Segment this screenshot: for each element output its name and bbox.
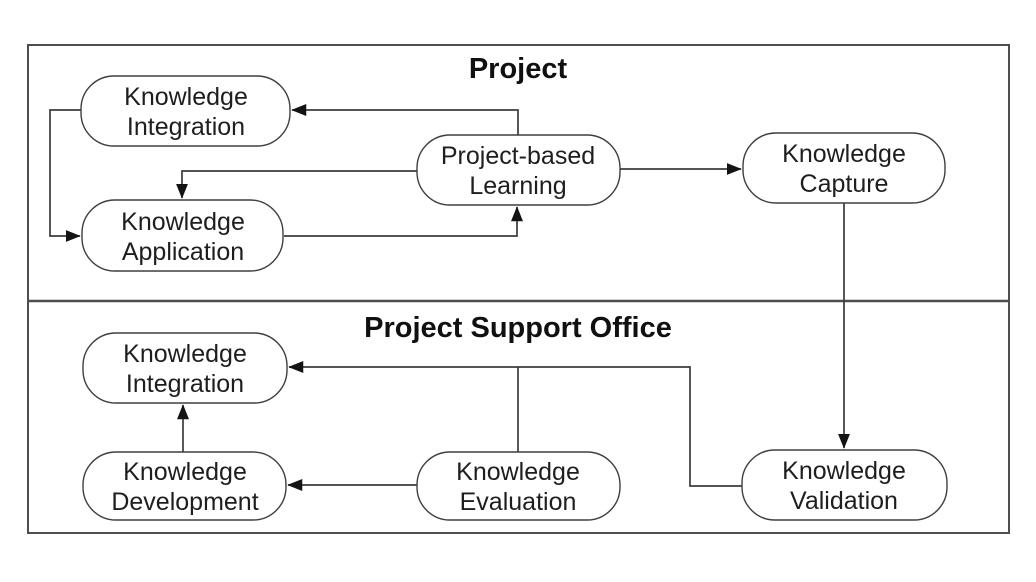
node-label-line: Knowledge	[782, 140, 906, 168]
node-knowledge-integration-project: Knowledge Integration	[80, 75, 291, 147]
edge-integration-to-application	[49, 109, 81, 242]
node-label-line: Knowledge	[124, 83, 248, 111]
node-knowledge-capture: Knowledge Capture	[742, 132, 946, 204]
outer-frame	[27, 44, 1010, 534]
node-label-line: Knowledge	[123, 458, 247, 486]
node-box	[416, 451, 621, 521]
node-knowledge-development: Knowledge Development	[82, 451, 287, 521]
node-knowledge-integration-pso: Knowledge Integration	[82, 332, 288, 404]
node-label-line: Knowledge	[456, 458, 580, 486]
node-label-line: Learning	[469, 172, 566, 200]
node-label-line: Knowledge	[123, 340, 247, 368]
node-label-line: Development	[111, 488, 258, 516]
pso-section-title: Project Support Office	[364, 312, 672, 344]
node-label-line: Validation	[790, 487, 898, 515]
node-label-line: Project-based	[441, 142, 595, 170]
edge-validation-to-pso-integration	[288, 361, 742, 487]
node-label-line: Evaluation	[460, 488, 577, 516]
node-label-line: Integration	[126, 370, 244, 398]
node-label-line: Knowledge	[121, 208, 245, 236]
project-section-title: Project	[469, 53, 568, 85]
node-knowledge-validation: Knowledge Validation	[741, 449, 948, 521]
node-label-line: Knowledge	[782, 457, 906, 485]
node-project-based-learning: Project-based Learning	[416, 134, 621, 206]
edge-learning-to-application	[176, 170, 417, 199]
node-label-line: Capture	[800, 170, 889, 198]
node-box	[82, 332, 288, 404]
edge-application-to-learning	[284, 206, 523, 237]
node-label-line: Integration	[127, 113, 245, 141]
edge-learning-to-integration	[291, 104, 519, 135]
node-box	[742, 132, 946, 204]
node-label-line: Application	[122, 238, 244, 266]
node-box	[81, 199, 284, 272]
node-knowledge-application: Knowledge Application	[81, 199, 284, 272]
node-knowledge-evaluation: Knowledge Evaluation	[416, 451, 621, 521]
node-box	[82, 451, 287, 521]
node-box	[80, 75, 291, 147]
node-box	[741, 449, 948, 521]
node-box	[416, 134, 621, 206]
